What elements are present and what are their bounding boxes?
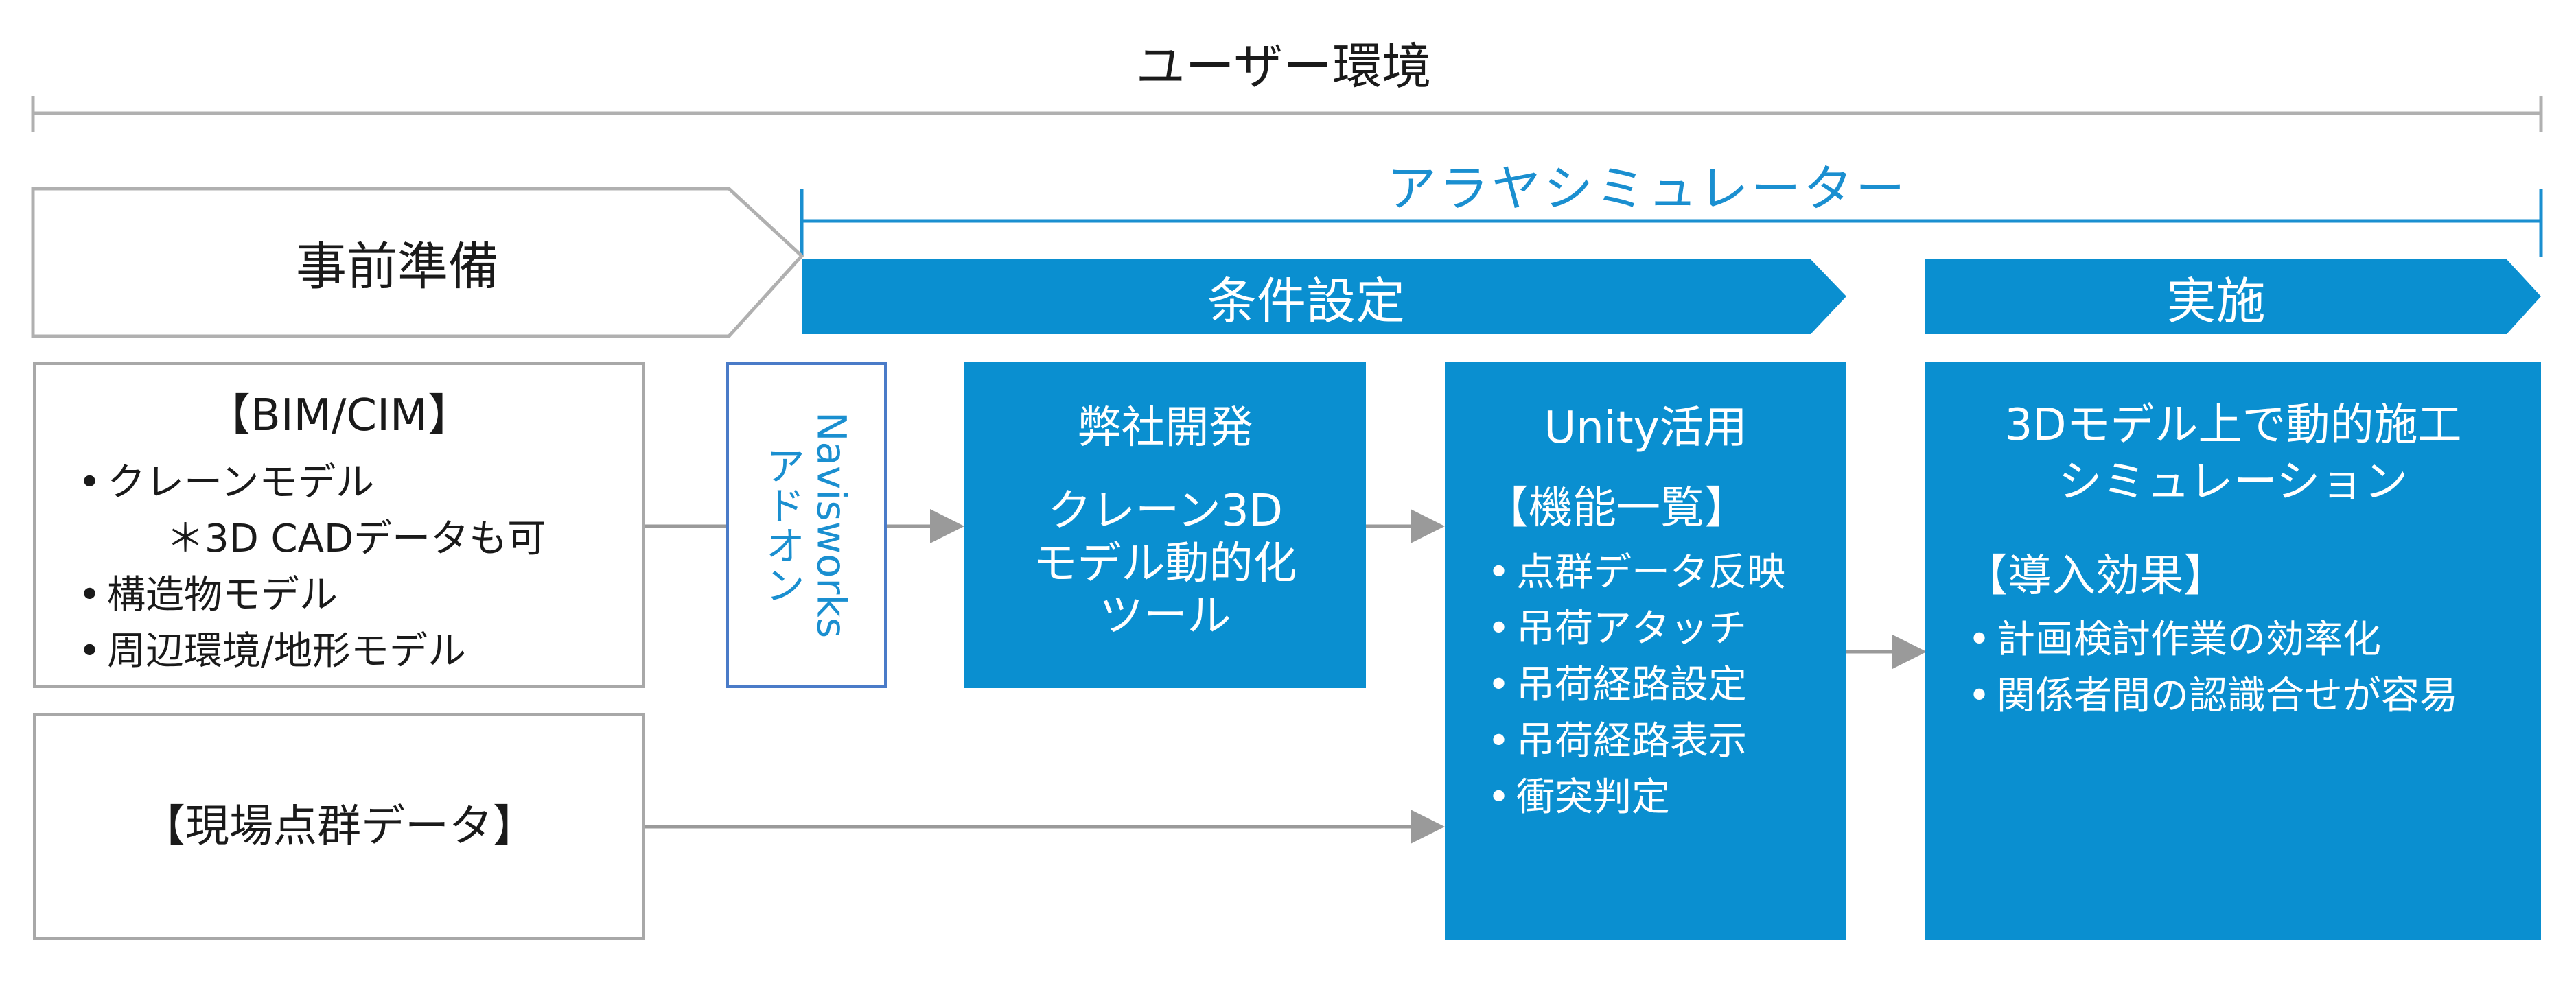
result-title-line: シミュレーション bbox=[2058, 456, 2409, 508]
dev-tool-box: 弊社開発 クレーン3D モデル動的化 ツール bbox=[964, 362, 1366, 688]
result-subtitle: 【導入効果】 bbox=[1964, 550, 2227, 602]
navisworks-addon-label: Navisworks アドオン bbox=[757, 412, 857, 638]
bim-cim-note: ＊3D CADデータも可 bbox=[166, 516, 546, 561]
navisworks-line: Navisworks bbox=[808, 412, 855, 639]
result-effect-item: 関係者間の認識合せが容易 bbox=[1964, 668, 2541, 724]
execution-banner-shape bbox=[1925, 259, 2541, 334]
unity-box: Unity活用 【機能一覧】 点群データ反映 吊荷アタッチ 吊荷経路設定 吊荷経… bbox=[1445, 362, 1846, 940]
bim-cim-list-cont: 構造物モデル 周辺環境/地形モデル bbox=[74, 567, 642, 680]
addon-line: アドオン bbox=[758, 445, 805, 605]
bim-cim-title: 【BIM/CIM】 bbox=[206, 390, 472, 441]
user-env-label: ユーザー環境 bbox=[1135, 37, 1432, 95]
navisworks-addon-box: Navisworks アドオン bbox=[726, 362, 887, 688]
unity-subtitle: 【機能一覧】 bbox=[1485, 482, 1748, 534]
conditions-banner-label: 条件設定 bbox=[1207, 272, 1405, 330]
unity-title: Unity活用 bbox=[1544, 403, 1748, 453]
simulator-label: アラヤシミュレーター bbox=[1386, 159, 1908, 217]
result-title-line: 3Dモデル上で動的施工 bbox=[2004, 400, 2462, 451]
bim-cim-item: 構造物モデル bbox=[74, 567, 642, 624]
unity-feature-item: 吊荷経路設定 bbox=[1483, 657, 1846, 713]
execution-banner-label: 実施 bbox=[2166, 272, 2266, 330]
dev-tool-line: ツール bbox=[1099, 591, 1231, 642]
point-cloud-title: 【現場点群データ】 bbox=[141, 801, 537, 852]
unity-feature-item: 吊荷経路表示 bbox=[1483, 713, 1846, 770]
bim-cim-item: 周辺環境/地形モデル bbox=[74, 624, 642, 680]
bim-cim-item: クレーンモデル bbox=[74, 455, 642, 511]
unity-feature-item: 点群データ反映 bbox=[1483, 545, 1846, 601]
result-effect-item: 計画検討作業の効率化 bbox=[1964, 612, 2541, 668]
user-env-bracket bbox=[31, 96, 2543, 132]
result-box: 3Dモデル上で動的施工 シミュレーション 【導入効果】 計画検討作業の効率化 関… bbox=[1925, 362, 2541, 940]
dev-tool-line: モデル動的化 bbox=[1033, 538, 1297, 589]
simulator-bracket bbox=[800, 189, 2543, 257]
bim-cim-box: 【BIM/CIM】 クレーンモデル ＊3D CADデータも可 構造物モデル 周辺… bbox=[33, 362, 645, 688]
bim-cim-list: クレーンモデル bbox=[74, 455, 642, 511]
prep-banner-label: 事前準備 bbox=[296, 237, 499, 296]
dev-tool-line: クレーン3D bbox=[1047, 485, 1283, 536]
prep-banner-shape bbox=[31, 187, 804, 338]
conditions-banner-shape bbox=[802, 259, 1846, 334]
dev-tool-title: 弊社開発 bbox=[1077, 403, 1253, 453]
unity-feature-item: 吊荷アタッチ bbox=[1483, 601, 1846, 657]
unity-feature-list: 点群データ反映 吊荷アタッチ 吊荷経路設定 吊荷経路表示 衝突判定 bbox=[1483, 545, 1846, 826]
point-cloud-box: 【現場点群データ】 bbox=[33, 713, 645, 940]
result-effect-list: 計画検討作業の効率化 関係者間の認識合せが容易 bbox=[1964, 612, 2541, 724]
unity-feature-item: 衝突判定 bbox=[1483, 770, 1846, 826]
